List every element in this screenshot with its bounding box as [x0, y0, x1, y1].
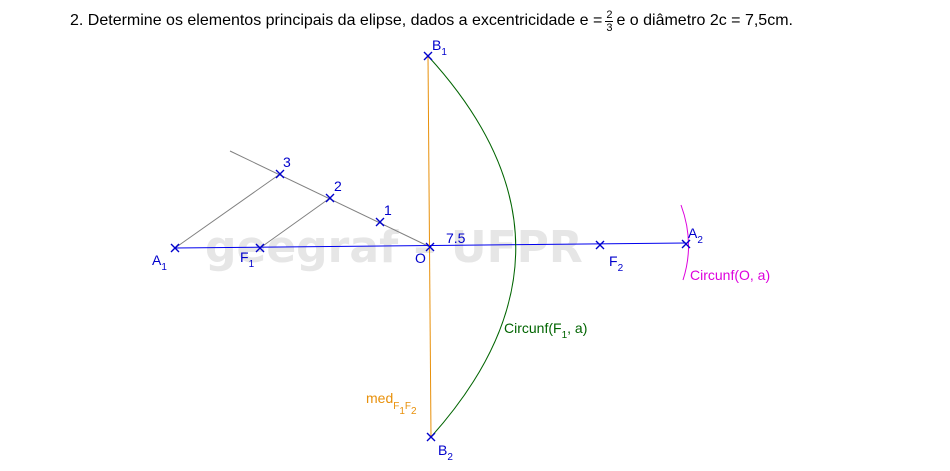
construction-lines: [174, 150, 431, 249]
point-markers: [170, 51, 691, 442]
point-1-marker: [375, 217, 385, 227]
measure-label: 7.5: [446, 230, 466, 246]
point-o-marker: [425, 242, 435, 252]
circle-o-arc: [680, 204, 690, 281]
label-division-1: 1: [384, 202, 392, 218]
label-a1: A1: [152, 252, 167, 273]
circle-f1-arc: [427, 55, 517, 438]
parallel-line-f1-2: [259, 197, 331, 249]
point-labels: A1 F1 O F2 A2 B1 B2 1 2 3 7.5: [152, 37, 703, 463]
label-division-3: 3: [283, 154, 291, 170]
label-division-2: 2: [334, 178, 342, 194]
eccentricity-fraction: 2 3: [605, 8, 614, 34]
fraction-numerator: 2: [605, 8, 614, 22]
point-f1-marker: [255, 243, 265, 253]
problem-text-end: e o diâmetro 2c = 7,5cm.: [616, 12, 793, 29]
label-b2: B2: [438, 442, 453, 463]
point-2-marker: [325, 193, 335, 203]
label-f2: F2: [609, 253, 624, 274]
label-f1: F1: [240, 249, 255, 270]
problem-statement: 2. Determine os elementos principais da …: [70, 6, 793, 36]
division-ray: [229, 150, 431, 248]
label-o: O: [415, 250, 426, 266]
label-a2: A2: [688, 225, 703, 246]
point-b1-marker: [423, 51, 433, 61]
point-3-marker: [275, 169, 285, 179]
circle-f1-label: Circunf(F1, a): [504, 320, 587, 341]
point-f2-marker: [595, 240, 605, 250]
point-a2-marker: [681, 239, 691, 249]
point-b2-marker: [426, 432, 436, 442]
point-a1-marker: [170, 243, 180, 253]
mediatrix-label: medF1F2: [366, 390, 417, 417]
label-b1: B1: [432, 37, 447, 58]
problem-text-start: 2. Determine os elementos principais da …: [70, 12, 603, 29]
parallel-line-a1-3: [174, 173, 281, 249]
circle-o-label: Circunf(O, a): [690, 267, 770, 283]
fraction-denominator: 3: [606, 21, 613, 34]
